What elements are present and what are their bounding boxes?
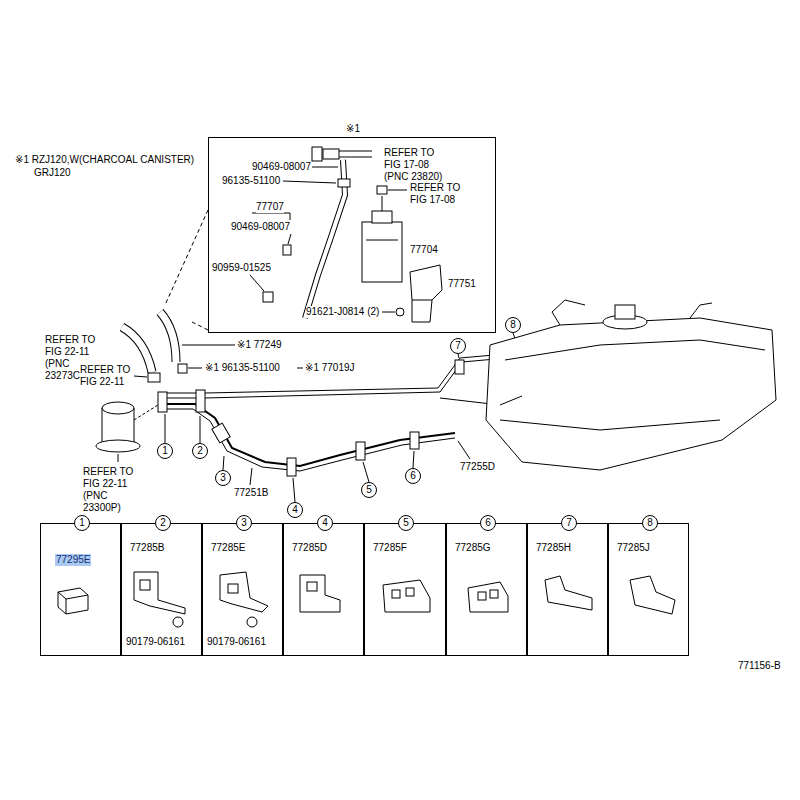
reference-note: REFER TO FIG 22-11 bbox=[80, 364, 132, 388]
part-label: 91621-J0814 (2) bbox=[306, 306, 379, 318]
part-number: 77285B bbox=[130, 542, 164, 554]
part-box: 377285E90179-06161 bbox=[202, 523, 283, 656]
part-label: 90469-08007 bbox=[252, 161, 311, 173]
callout-number: 2 bbox=[192, 443, 208, 459]
part-box: 277285B90179-06161 bbox=[121, 523, 202, 656]
reference-note: REFER TO FIG 17-08 (PNC 23820) bbox=[384, 147, 444, 183]
callout-number: 8 bbox=[505, 317, 521, 333]
callout-number: 8 bbox=[642, 515, 658, 531]
note-mark: ※1 bbox=[346, 123, 360, 135]
part-label: GRJ120 bbox=[34, 167, 71, 179]
callout-number: 4 bbox=[287, 502, 303, 518]
part-box: 677285G bbox=[446, 523, 527, 656]
part-number: 77285G bbox=[455, 542, 491, 554]
callout-number: 5 bbox=[361, 482, 377, 498]
callout-number: 6 bbox=[480, 515, 496, 531]
part-number: 77285F bbox=[373, 542, 407, 554]
callout-number: 1 bbox=[74, 515, 90, 531]
part-label: ※1 77249 bbox=[237, 339, 282, 351]
callout-number: 6 bbox=[405, 468, 421, 484]
part-label: ※1 96135-51100 bbox=[205, 362, 280, 374]
part-box: 177295E bbox=[40, 523, 121, 656]
part-label: 77751 bbox=[448, 278, 476, 290]
part-number: 77285E bbox=[211, 542, 245, 554]
callout-number: 4 bbox=[317, 515, 333, 531]
callout-number: 3 bbox=[236, 515, 252, 531]
part-number: 77295E bbox=[55, 554, 91, 566]
part-label: 77251B bbox=[234, 487, 268, 499]
callout-number: 3 bbox=[215, 470, 231, 486]
part-label: 90959-01525 bbox=[212, 262, 271, 274]
part-number: 77285D bbox=[292, 542, 327, 554]
part-number: 77285J bbox=[617, 542, 650, 554]
part-number: 77285H bbox=[536, 542, 571, 554]
part-label: ※1 RZJ120,W(CHARCOAL CANISTER) bbox=[15, 154, 194, 166]
part-label: 771156-B bbox=[738, 660, 781, 672]
part-label: 96135-51100 bbox=[222, 175, 280, 187]
part-box: 877285J bbox=[608, 523, 689, 656]
part-label: 90469-08007 bbox=[231, 221, 290, 233]
part-box: 577285F bbox=[364, 523, 446, 656]
part-box: 477285D bbox=[283, 523, 364, 656]
callout-number: 2 bbox=[155, 515, 171, 531]
part-box: 777285H bbox=[527, 523, 608, 656]
nut-part-number: 90179-06161 bbox=[207, 636, 266, 648]
nut-part-number: 90179-06161 bbox=[126, 636, 185, 648]
part-label: ※1 77019J bbox=[305, 362, 355, 374]
callout-number: 5 bbox=[398, 515, 414, 531]
part-label: 77255D bbox=[460, 461, 495, 473]
part-label: 77704 bbox=[410, 244, 438, 256]
callout-number: 1 bbox=[157, 443, 173, 459]
callout-number: 7 bbox=[450, 338, 466, 354]
callout-number: 7 bbox=[561, 515, 577, 531]
reference-note: REFER TO FIG 22-11 (PNC 23300P) bbox=[83, 466, 143, 514]
reference-note: REFER TO FIG 17-08 bbox=[410, 182, 462, 206]
part-label: 77707 bbox=[256, 201, 284, 213]
